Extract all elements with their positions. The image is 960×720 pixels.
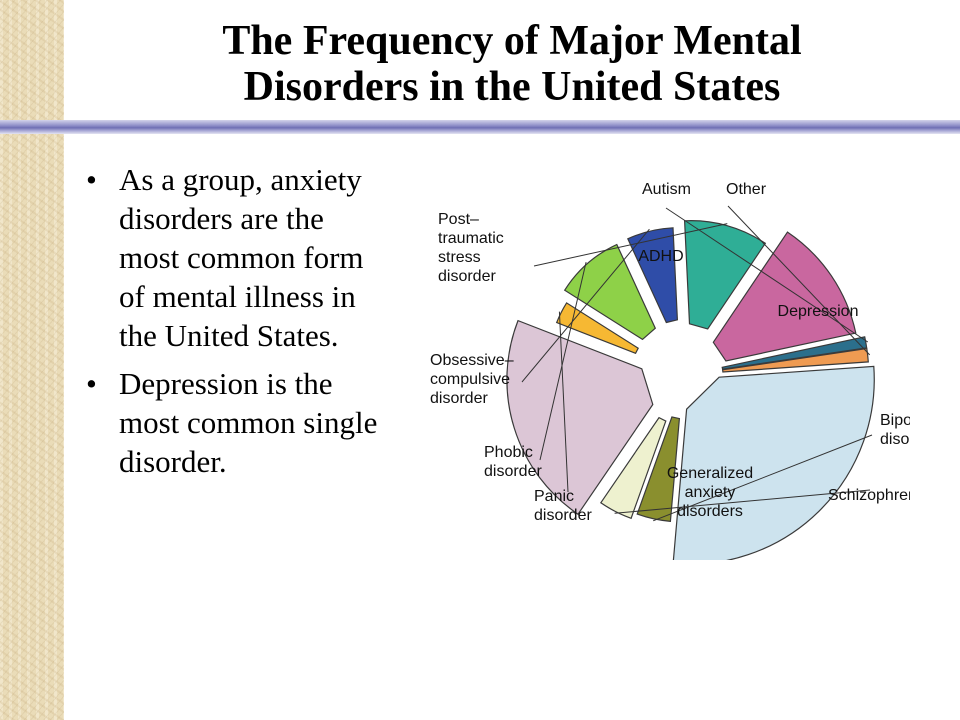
pie-slices — [506, 220, 875, 560]
pie-leader-line — [614, 489, 871, 514]
pie-leader-lines — [521, 205, 873, 522]
slide-title: The Frequency of Major Mental Disorders … — [64, 18, 960, 110]
pie-slice — [712, 231, 857, 362]
pie-leader-line — [727, 205, 871, 356]
bullet-text: Depression is the most common single dis… — [119, 366, 378, 479]
pie-slice — [506, 319, 654, 516]
pie-slice-label: Depression — [778, 303, 859, 320]
slide-title-line-1: The Frequency of Major Mental — [222, 18, 802, 64]
pie-leader-line — [521, 228, 650, 383]
pie-slice-label: ADHD — [638, 248, 683, 265]
bullet-text: As a group, anxiety disorders are the mo… — [119, 162, 364, 353]
pie-slice-label: Other — [726, 181, 767, 198]
pie-leader-line — [665, 207, 869, 343]
decorative-side-strip — [0, 0, 64, 720]
pie-slice — [721, 347, 869, 373]
slide-title-line-2: Disorders in the United States — [243, 64, 781, 110]
pie-slice — [563, 243, 657, 341]
pie-slice — [636, 416, 681, 523]
pie-slice-label: Schizophrenia — [828, 487, 910, 504]
pie-slice — [683, 220, 767, 330]
pie-slice — [599, 416, 667, 520]
pie-slice — [672, 365, 875, 560]
bullet-item: • Depression is the most common single d… — [86, 364, 386, 481]
bullet-list: • As a group, anxiety disorders are the … — [86, 160, 386, 490]
pie-chart: DepressionBipolardisorderSchizophrenia Ge… — [430, 181, 910, 560]
title-divider — [0, 120, 960, 134]
bullet-item: • As a group, anxiety disorders are the … — [86, 160, 386, 355]
pie-slice-label: Bipolardisorder — [880, 412, 910, 448]
pie-leader-line — [539, 261, 587, 461]
pie-leader-line — [533, 223, 728, 267]
bullet-marker: • — [86, 162, 97, 197]
pie-slice — [721, 336, 868, 370]
bullet-marker: • — [86, 366, 97, 401]
pie-slice-label: Autism — [642, 181, 691, 198]
pie-slice — [627, 227, 679, 324]
pie-labels: DepressionBipolardisorderSchizophrenia Ge… — [430, 181, 910, 524]
pie-leader-line — [558, 311, 569, 493]
